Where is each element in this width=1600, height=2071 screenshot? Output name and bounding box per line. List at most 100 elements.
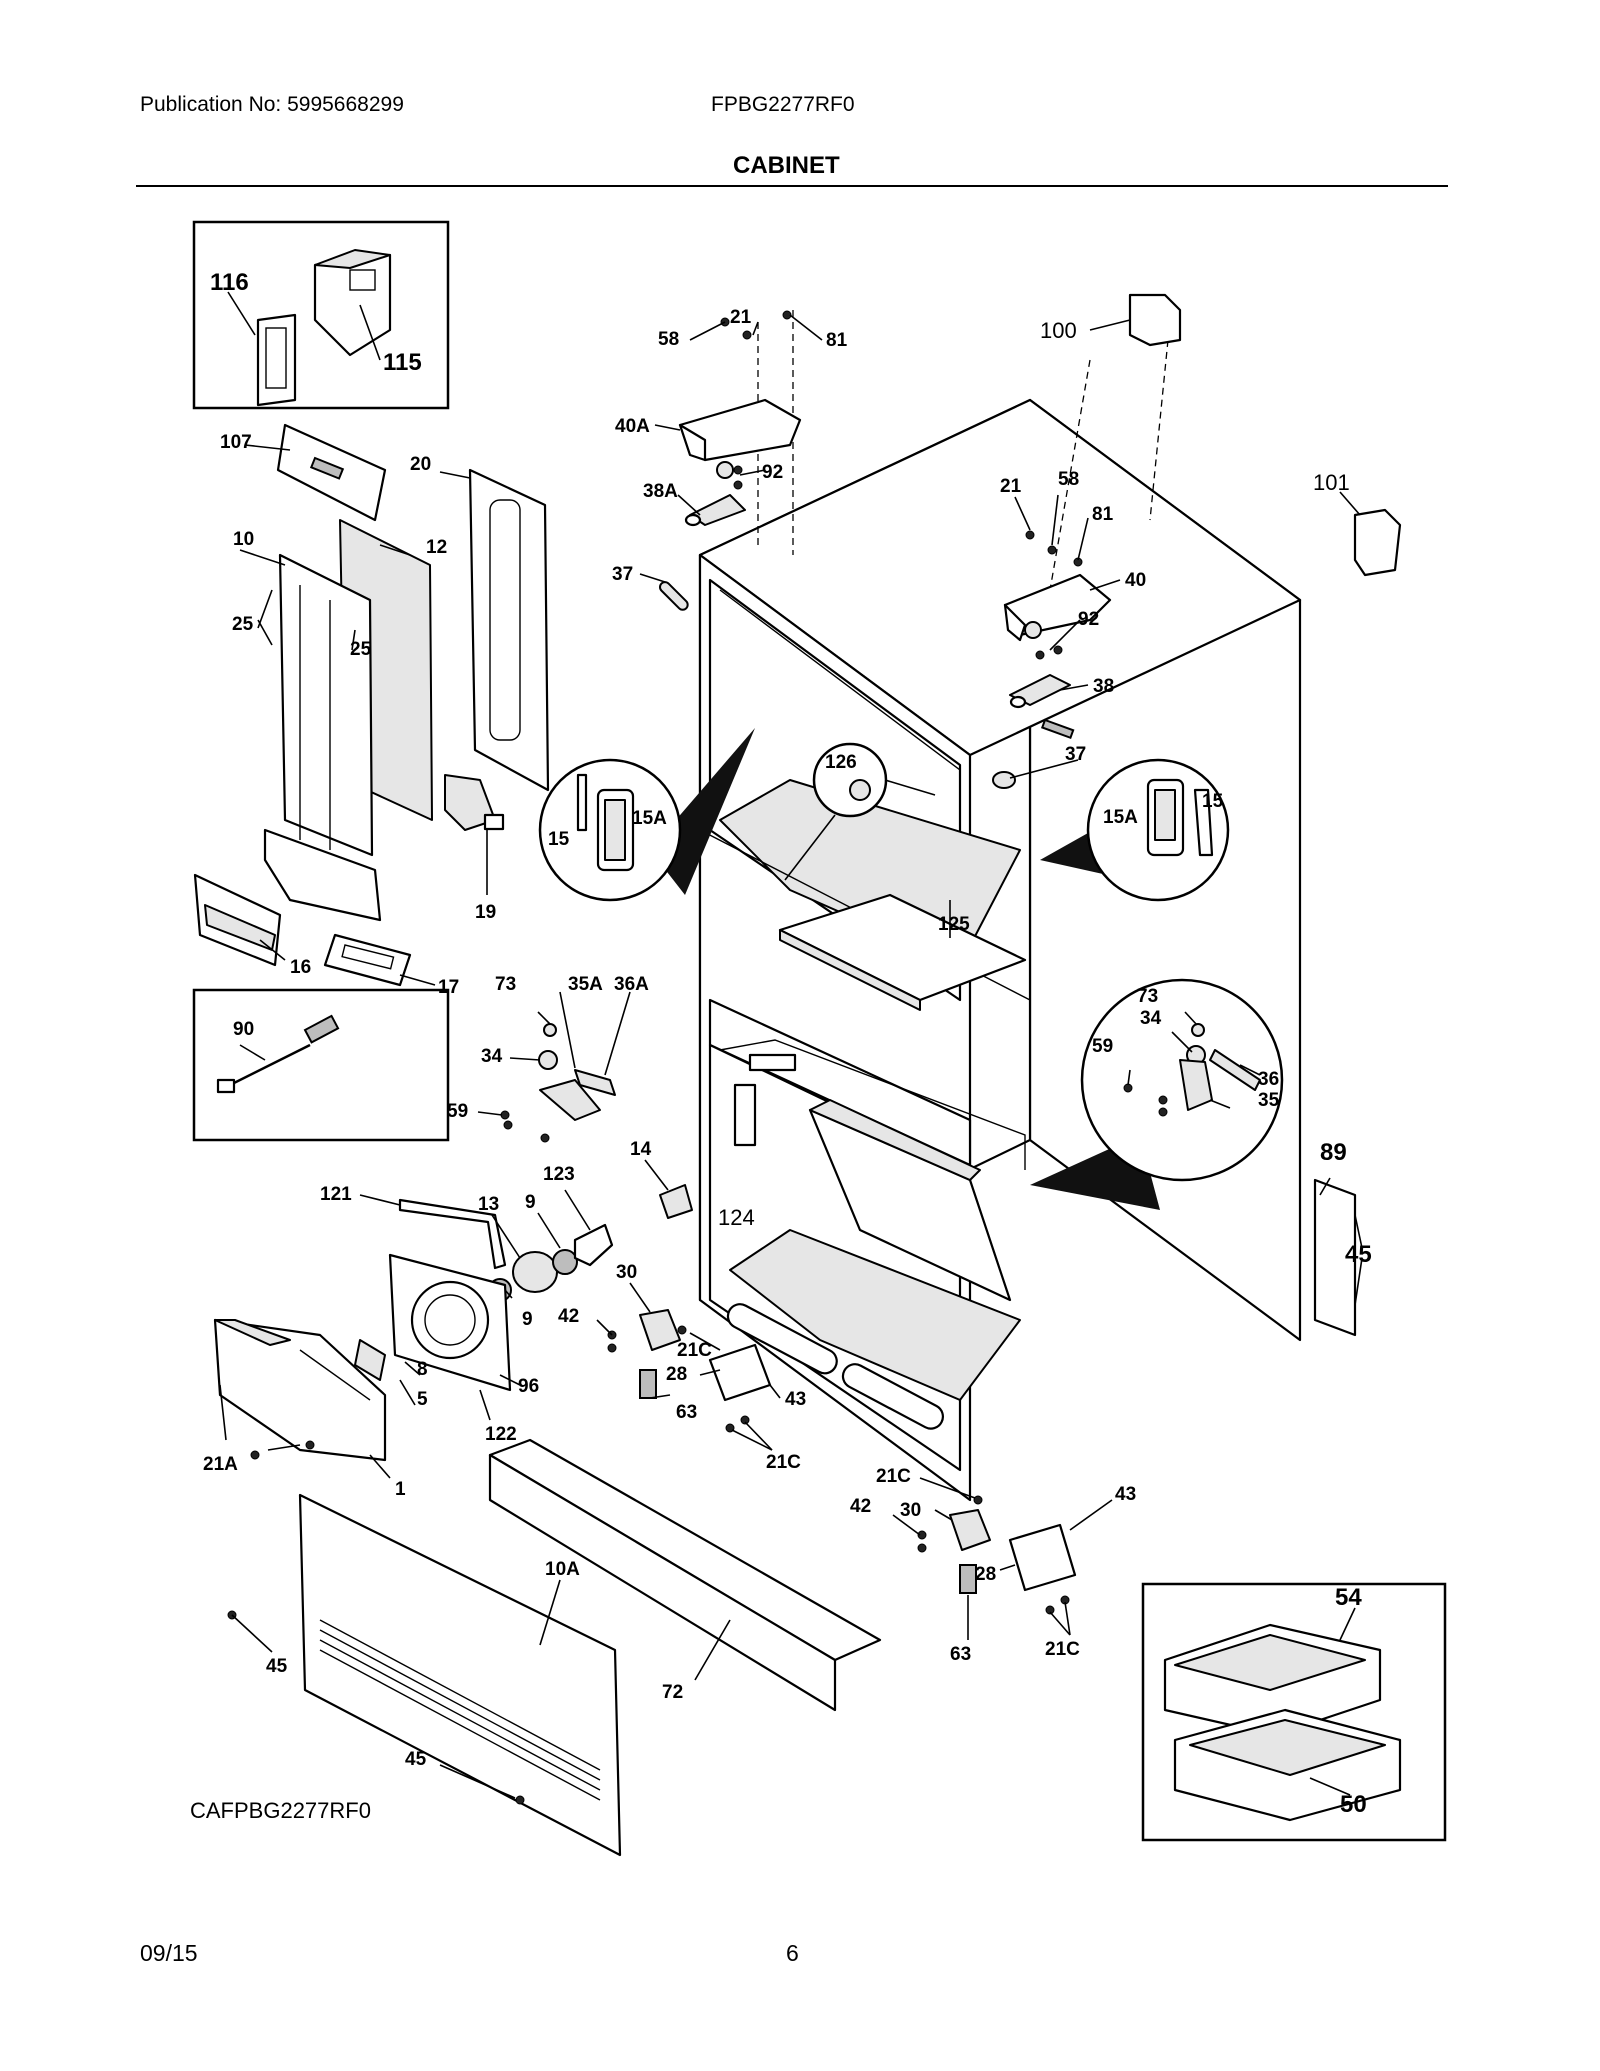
callout-36A: 36A bbox=[614, 974, 649, 995]
inset-box-thermistor bbox=[192, 988, 450, 1142]
fan-assembly bbox=[213, 1198, 772, 1462]
callout-35A: 35A bbox=[568, 974, 603, 995]
callout-13: 13 bbox=[478, 1194, 499, 1215]
callout-123: 123 bbox=[543, 1164, 575, 1185]
callout-15A-right-circle: 15A bbox=[1103, 807, 1138, 828]
callout-43-center: 43 bbox=[785, 1389, 806, 1410]
callout-15-right-circle: 15 bbox=[1202, 791, 1224, 812]
callout-42-right: 42 bbox=[850, 1496, 871, 1517]
callout-124: 124 bbox=[718, 1205, 755, 1230]
callout-9-upper: 9 bbox=[525, 1192, 536, 1213]
callout-21-right: 21 bbox=[1000, 476, 1022, 497]
footer-date: 09/15 bbox=[140, 1940, 198, 1966]
callout-45-right: 45 bbox=[1345, 1241, 1372, 1268]
callout-37-left: 37 bbox=[612, 564, 633, 585]
inset-box-ice-chute bbox=[192, 220, 450, 410]
callout-116: 116 bbox=[210, 269, 249, 296]
callout-38: 38 bbox=[1093, 676, 1114, 697]
callout-38A: 38A bbox=[643, 481, 678, 502]
callout-21A: 21A bbox=[203, 1454, 238, 1475]
callout-19: 19 bbox=[475, 902, 496, 923]
footer-page-number: 6 bbox=[786, 1940, 799, 1966]
page-title: CABINET bbox=[733, 152, 840, 179]
callout-59-circle: 59 bbox=[1092, 1036, 1113, 1057]
callout-63-center: 63 bbox=[676, 1402, 697, 1423]
callout-25-right: 25 bbox=[350, 639, 372, 660]
callout-25-left: 25 bbox=[232, 614, 254, 635]
callout-107: 107 bbox=[220, 432, 252, 453]
callout-21C-right-top: 21C bbox=[876, 1466, 911, 1487]
callout-92-top: 92 bbox=[762, 462, 783, 483]
callout-73-circle: 73 bbox=[1137, 986, 1158, 1007]
callout-labels: 116 115 107 20 10 12 25 25 16 17 19 58 2… bbox=[190, 269, 1372, 1823]
callout-20: 20 bbox=[410, 454, 431, 475]
callout-115: 115 bbox=[383, 349, 422, 376]
callout-21C-lower: 21C bbox=[766, 1452, 801, 1473]
callout-8: 8 bbox=[417, 1359, 428, 1380]
callout-58-right: 58 bbox=[1058, 469, 1079, 490]
callout-90: 90 bbox=[233, 1019, 254, 1040]
callout-101: 101 bbox=[1313, 470, 1350, 495]
callout-28-right: 28 bbox=[975, 1564, 996, 1585]
callout-17: 17 bbox=[438, 977, 459, 998]
lower-right-hinge bbox=[917, 1495, 1077, 1615]
detail-circle-lower-right bbox=[1030, 978, 1284, 1210]
callout-37-right: 37 bbox=[1065, 744, 1086, 765]
callout-21C-center: 21C bbox=[677, 1340, 712, 1361]
callout-45-bottom: 45 bbox=[405, 1749, 427, 1770]
publication-number: Publication No: 5995668299 bbox=[140, 93, 404, 116]
detail-circle-right bbox=[1040, 758, 1230, 902]
callout-54: 54 bbox=[1335, 1584, 1362, 1611]
callout-40A: 40A bbox=[615, 416, 650, 437]
callout-30-center: 30 bbox=[616, 1262, 637, 1283]
callout-121: 121 bbox=[320, 1184, 352, 1205]
callout-125: 125 bbox=[938, 914, 970, 935]
callout-34-circle: 34 bbox=[1140, 1008, 1162, 1029]
callout-9-lower: 9 bbox=[522, 1309, 533, 1330]
top-hinge-parts bbox=[658, 293, 1402, 789]
detail-circle-126 bbox=[784, 742, 936, 881]
callout-92-right: 92 bbox=[1078, 609, 1099, 630]
callout-72: 72 bbox=[662, 1682, 683, 1703]
callout-96: 96 bbox=[518, 1376, 539, 1397]
callout-14: 14 bbox=[630, 1139, 652, 1160]
ice-bucket-housing-parts bbox=[193, 423, 550, 987]
callout-28-center: 28 bbox=[666, 1364, 687, 1385]
callout-15-left-circle: 15 bbox=[548, 829, 570, 850]
callout-122: 122 bbox=[485, 1424, 517, 1445]
callout-36: 36 bbox=[1258, 1069, 1279, 1090]
callout-43-right: 43 bbox=[1115, 1484, 1136, 1505]
callout-30-right: 30 bbox=[900, 1500, 921, 1521]
callout-81-right: 81 bbox=[1092, 504, 1114, 525]
callout-100: 100 bbox=[1040, 318, 1077, 343]
callout-126: 126 bbox=[825, 752, 857, 773]
callout-73-center: 73 bbox=[495, 974, 516, 995]
callout-40: 40 bbox=[1125, 570, 1146, 591]
callout-63-right: 63 bbox=[950, 1644, 971, 1665]
detail-circle-left bbox=[538, 728, 755, 902]
callout-21C-right-bottom: 21C bbox=[1045, 1639, 1080, 1660]
callout-34-center: 34 bbox=[481, 1046, 503, 1067]
callout-59-center: 59 bbox=[447, 1101, 468, 1122]
callout-10: 10 bbox=[233, 529, 254, 550]
callout-81-top: 81 bbox=[826, 330, 848, 351]
callout-5: 5 bbox=[417, 1389, 428, 1410]
callout-58-top: 58 bbox=[658, 329, 679, 350]
callout-21-top: 21 bbox=[730, 307, 752, 328]
callout-89: 89 bbox=[1320, 1139, 1347, 1166]
callout-42-center: 42 bbox=[558, 1306, 579, 1327]
center-hinge-parts bbox=[500, 1023, 693, 1219]
leader-lines bbox=[219, 291, 1363, 1799]
callout-16: 16 bbox=[290, 957, 311, 978]
callout-1: 1 bbox=[395, 1479, 406, 1500]
inset-box-ice-maker bbox=[1141, 1582, 1447, 1842]
model-number: FPBG2277RF0 bbox=[711, 93, 855, 116]
diagram-code: CAFPBG2277RF0 bbox=[190, 1798, 371, 1823]
lower-panels bbox=[227, 1178, 1357, 1857]
callout-12: 12 bbox=[426, 537, 447, 558]
callout-50: 50 bbox=[1340, 1791, 1367, 1818]
callout-10A: 10A bbox=[545, 1559, 580, 1580]
callout-15A-left-circle: 15A bbox=[632, 808, 667, 829]
callout-45-left: 45 bbox=[266, 1656, 288, 1677]
